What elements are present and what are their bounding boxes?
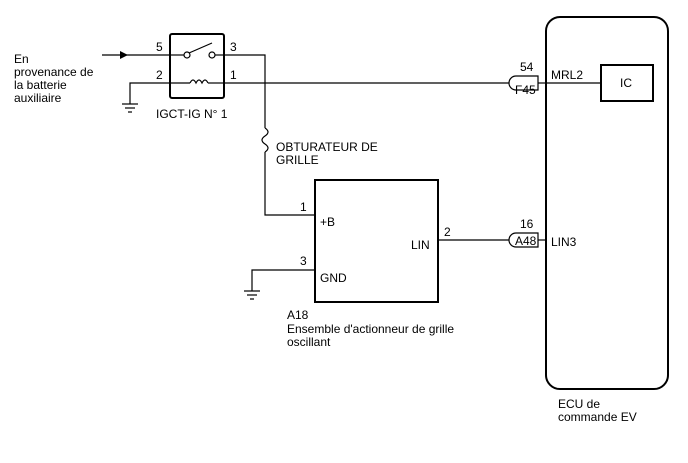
ic-box	[600, 64, 654, 102]
fuse-icon	[261, 127, 269, 153]
relay-box	[169, 33, 225, 99]
relay-pin-1: 1	[230, 68, 237, 82]
ecu-mrl2-label: MRL2	[551, 68, 583, 82]
actuator-pin-3: 3	[300, 254, 307, 268]
connector-f45-pin: 54	[520, 60, 534, 74]
actuator-pin-lin-label: LIN	[411, 238, 430, 252]
relay-contact-right	[208, 51, 216, 59]
actuator-pin-2: 2	[444, 225, 451, 239]
connector-a48-name: A48	[515, 234, 537, 248]
connector-f45-name: F45	[515, 83, 536, 97]
relay-name: IGCT-IG N° 1	[156, 107, 228, 121]
relay-switch-blade	[188, 42, 213, 54]
relay-coil-icon	[189, 79, 209, 85]
actuator-pin-b-label: +B	[320, 215, 335, 229]
actuator-pin-gnd-label: GND	[320, 271, 347, 285]
ground-icon	[244, 290, 260, 300]
wire-actuator-ground	[251, 269, 315, 291]
ecu-lin3-label: LIN3	[551, 235, 577, 249]
connector-f45	[508, 75, 539, 91]
relay-pin-3: 3	[230, 40, 237, 54]
ground-icon	[122, 103, 138, 113]
wire-relay-ground	[129, 82, 170, 104]
actuator-pin-1: 1	[300, 200, 307, 214]
ecu-box	[545, 16, 669, 390]
relay-pin-5: 5	[156, 40, 163, 54]
connector-a48	[508, 232, 539, 248]
ic-label: IC	[620, 76, 632, 90]
actuator-box	[314, 179, 439, 303]
relay-pin-2: 2	[156, 68, 163, 82]
arrow-icon	[120, 51, 128, 59]
relay-contact-left	[183, 51, 191, 59]
actuator-code: A18	[287, 308, 309, 322]
wire-relay-to-fuse	[224, 54, 266, 128]
connector-a48-pin: 16	[520, 217, 534, 231]
wire-fuse-to-actuator	[264, 152, 315, 216]
